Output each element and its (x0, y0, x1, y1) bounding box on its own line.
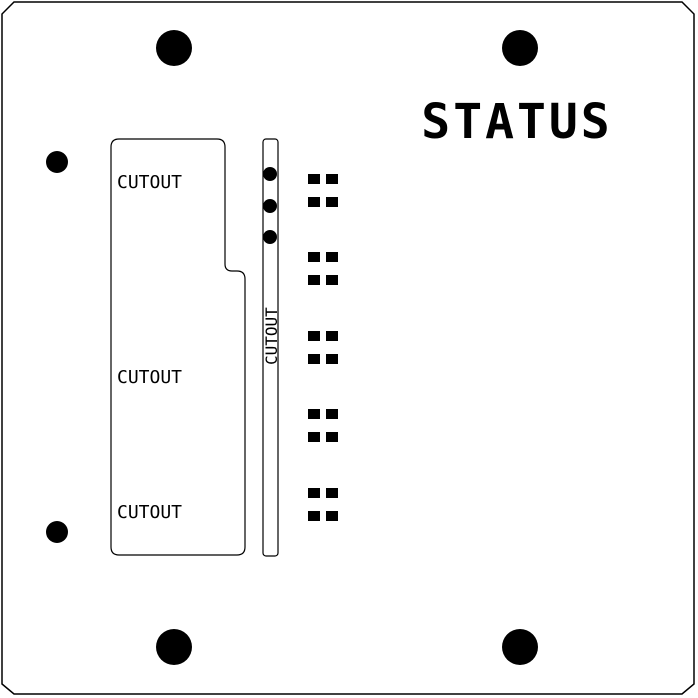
mounting-hole-top-left (156, 30, 192, 66)
status-led (263, 167, 277, 181)
mounting-hole-bottom-left (156, 629, 192, 665)
slot-cutout-outline (262, 138, 279, 557)
mounting-holes (46, 30, 538, 665)
slot-cutout-label: CUTOUT (262, 307, 281, 365)
pad-group (308, 331, 338, 364)
pad-groups (308, 174, 338, 521)
cutout-label-bottom: CUTOUT (117, 502, 182, 523)
panel-title: STATUS (421, 94, 612, 150)
mounting-hole-left-lower (46, 521, 68, 543)
status-led (263, 230, 277, 244)
pad-group (308, 252, 338, 285)
mounting-hole-left-upper (46, 151, 68, 173)
mounting-hole-bottom-right (502, 629, 538, 665)
mounting-hole-top-right (502, 30, 538, 66)
cutout-label-middle: CUTOUT (117, 367, 182, 388)
pad-group (308, 409, 338, 442)
status-leds (263, 167, 277, 244)
cutout-label-top: CUTOUT (117, 172, 182, 193)
pad-group (308, 174, 338, 207)
pad-group (308, 488, 338, 521)
status-led (263, 199, 277, 213)
main-cutout-outline (110, 138, 246, 556)
